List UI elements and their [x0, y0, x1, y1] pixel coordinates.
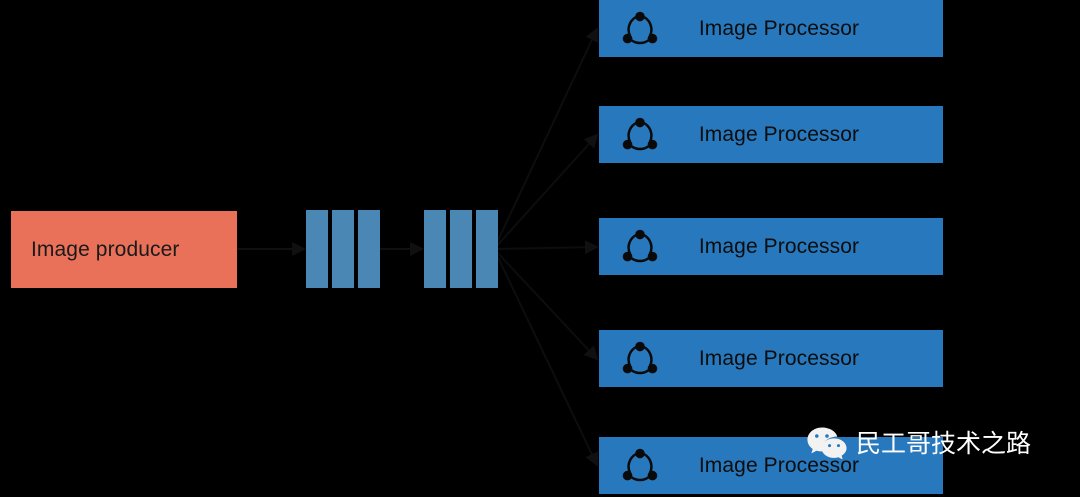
image-processor-label: Image Processor: [698, 16, 860, 40]
queue-bar: [476, 210, 498, 288]
queue-bar: [424, 210, 446, 288]
image-processor-label: Image Processor: [698, 122, 860, 146]
image-processor-label: Image Processor: [698, 346, 860, 370]
share-nodes-icon: [622, 448, 658, 481]
wechat-icon: [807, 427, 847, 459]
image-producer-label: Image producer: [31, 237, 180, 261]
node-image-processor-4[interactable]: Image Processor: [599, 330, 943, 387]
queue-bar: [332, 210, 354, 288]
node-image-processor-5[interactable]: Image Processor: [599, 437, 943, 494]
node-image-producer[interactable]: Image producer: [11, 211, 237, 288]
edge-queue-to-processor-4: [493, 248, 599, 361]
share-nodes-icon: [622, 117, 658, 150]
edge-queue-to-processor-3: [493, 240, 599, 255]
queue-bar: [358, 210, 380, 288]
node-image-processor-3[interactable]: Image Processor: [599, 218, 943, 275]
edge-queue-to-processor-1: [493, 27, 599, 250]
node-image-processor-1[interactable]: Image Processor: [599, 0, 943, 57]
queue-bar: [306, 210, 328, 288]
image-processor-label: Image Processor: [698, 453, 860, 477]
share-nodes-icon: [622, 229, 658, 262]
edge-queue-to-processor-2: [493, 133, 599, 250]
queue-bar: [450, 210, 472, 288]
queue-group-2[interactable]: [424, 210, 498, 288]
image-processor-label: Image Processor: [698, 234, 860, 258]
watermark: 民工哥技术之路: [806, 424, 1031, 460]
share-nodes-icon: [622, 341, 658, 374]
edge-queue-to-processor-5: [493, 248, 599, 467]
watermark-text: 民工哥技术之路: [856, 429, 1032, 458]
share-nodes-icon: [622, 11, 658, 44]
queue-group-1[interactable]: [306, 210, 380, 288]
node-image-processor-2[interactable]: Image Processor: [599, 106, 943, 163]
